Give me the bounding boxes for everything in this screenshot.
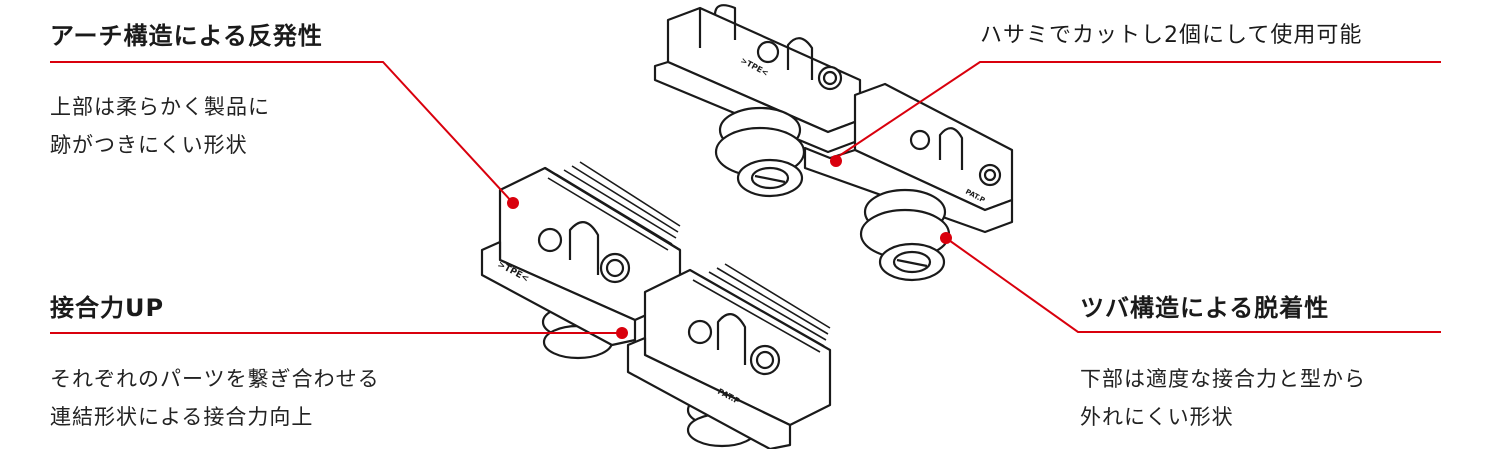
leader-arch	[50, 61, 514, 204]
callout-flange-line-1: 下部は適度な接合力と型から	[1080, 367, 1366, 391]
callout-arch-line-2: 跡がつきにくい形状	[50, 133, 248, 157]
leader-flange	[945, 237, 1441, 333]
callout-flange-description: 下部は適度な接合力と型から 外れにくい形状	[1080, 360, 1366, 436]
plug-upper-2	[859, 188, 951, 282]
callout-arch-line-1: 上部は柔らかく製品に	[50, 95, 270, 119]
grip-ridges	[547, 161, 831, 353]
leader-lines	[50, 61, 1441, 334]
dot-cut	[830, 155, 842, 167]
callout-flange-title: ツバ構造による脱着性	[1080, 294, 1330, 322]
lower-center-parts-drawing	[480, 166, 832, 449]
dot-flange	[940, 232, 952, 244]
callout-arch-title: アーチ構造による反発性	[50, 22, 323, 50]
callout-joint-title: 接合力UP	[50, 294, 165, 322]
callout-joint-line-1: それぞれのパーツを繋ぎ合わせる	[50, 367, 380, 391]
callout-cut-title: ハサミでカットし2個にして使用可能	[980, 23, 1363, 48]
dot-arch	[507, 197, 519, 209]
upper-right-parts-drawing	[653, 4, 1014, 282]
leader-dots	[507, 155, 952, 339]
leader-cut	[835, 61, 1441, 159]
callout-flange-line-2: 外れにくい形状	[1080, 405, 1234, 429]
callout-joint-line-2: 連結形状による接合力向上	[50, 405, 314, 429]
dot-joint	[616, 327, 628, 339]
callout-arch-description: 上部は柔らかく製品に 跡がつきにくい形状	[50, 88, 270, 164]
callout-joint-description: それぞれのパーツを繋ぎ合わせる 連結形状による接合力向上	[50, 360, 380, 436]
plug-upper-1	[714, 106, 806, 198]
